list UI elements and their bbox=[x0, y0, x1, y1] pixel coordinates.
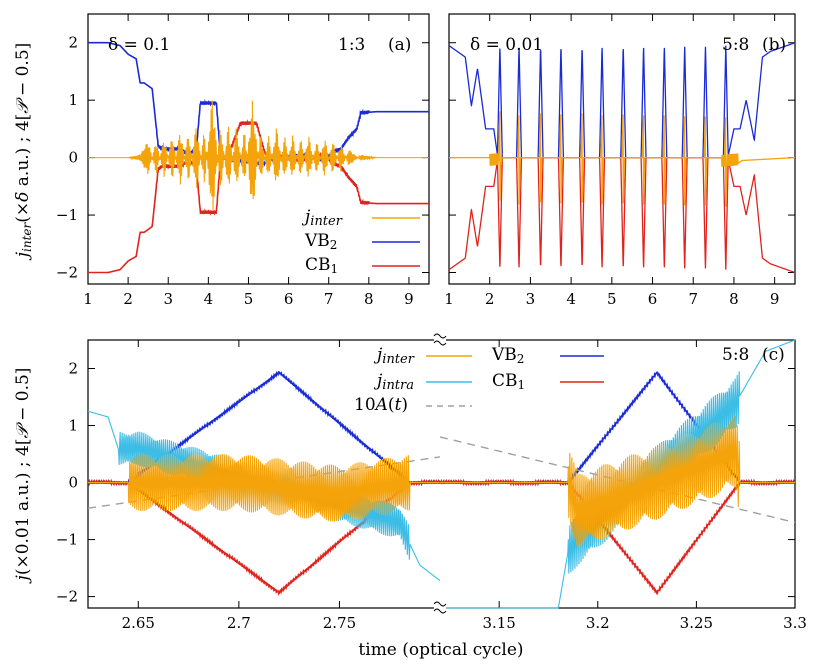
y-axis-label-top: jinter(×δ a.u.) ; 4[𝒫 − 0.5] bbox=[13, 43, 34, 262]
series-a-inter bbox=[88, 100, 429, 211]
panel-b-delta-label: δ = 0.01 bbox=[470, 35, 543, 55]
panel-c: −2 −1 0 1 2 2.65 2.7 2.75 3.15 3.2 3.25 3.3 5:8 (c)… bbox=[56, 330, 807, 632]
legend-vecpot-c: 10A(t) bbox=[354, 395, 408, 415]
c-ytick-label-2: 0 bbox=[68, 474, 78, 492]
b-xtick-label-0: 1 bbox=[444, 290, 454, 308]
c-ytick-label-3: 1 bbox=[68, 417, 78, 435]
b-xtick-label-7: 8 bbox=[729, 290, 739, 308]
c-right-xtick-label-1: 3.2 bbox=[586, 614, 610, 632]
y-axis-label-bottom: j(×0.01 a.u.) ; 4[𝒫 − 0.5] bbox=[13, 368, 33, 585]
series-c-left-vb bbox=[87, 370, 441, 487]
c-ytick-label-0: −2 bbox=[56, 588, 78, 606]
panel-c-panel-label: (c) bbox=[762, 345, 785, 365]
c-ytick-label-1: −1 bbox=[56, 531, 78, 549]
series-c-right-inter bbox=[440, 415, 795, 548]
panel-b-frame bbox=[448, 13, 796, 285]
c-left-xtick-label-1: 2.7 bbox=[227, 614, 251, 632]
series-a-cb bbox=[88, 119, 429, 274]
legend-cb-a: CB1 bbox=[305, 255, 338, 276]
a-xtick-label-7: 8 bbox=[364, 290, 374, 308]
a-ytick-label-0: −2 bbox=[56, 264, 78, 282]
c-right-xtick-label-2: 3.25 bbox=[680, 614, 713, 632]
b-xtick-label-3: 4 bbox=[566, 290, 576, 308]
b-xtick-label-1: 2 bbox=[485, 290, 495, 308]
c-ytick-label-4: 2 bbox=[68, 360, 78, 378]
series-a-vb bbox=[88, 41, 429, 168]
panel-a-frame bbox=[87, 13, 430, 285]
panel-a: −2 −1 0 1 2 1 2 3 4 5 6 7 8 9 δ = 0.1 1:3 (a) jinter … bbox=[56, 13, 430, 308]
b-xtick-label-8: 9 bbox=[770, 290, 780, 308]
panel-c-ratio-label: 5:8 bbox=[722, 345, 749, 365]
axis-break-top bbox=[433, 330, 447, 350]
a-xtick-label-4: 5 bbox=[244, 290, 254, 308]
series-c-left-inter bbox=[88, 454, 440, 522]
a-xtick-label-8: 9 bbox=[404, 290, 414, 308]
c-left-xtick-label-2: 2.75 bbox=[323, 614, 356, 632]
x-axis-label: time (optical cycle) bbox=[358, 640, 523, 660]
a-ytick-label-3: 1 bbox=[68, 91, 78, 109]
panel-b-ratio-label: 5:8 bbox=[722, 35, 749, 55]
panel-a-legend: jinter VB2 CB1 bbox=[301, 207, 420, 276]
a-ytick-label-1: −1 bbox=[56, 206, 78, 224]
series-b-inter bbox=[449, 111, 796, 207]
legend-j-inter-c: jinter bbox=[373, 345, 415, 367]
a-xtick-label-3: 4 bbox=[204, 290, 214, 308]
a-ytick-label-4: 2 bbox=[68, 34, 78, 52]
axis-break-bottom bbox=[433, 598, 447, 618]
c-right-xtick-label-0: 3.15 bbox=[482, 614, 515, 632]
b-xtick-label-5: 6 bbox=[648, 290, 658, 308]
a-xtick-label-0: 1 bbox=[83, 290, 93, 308]
a-xtick-label-5: 6 bbox=[284, 290, 294, 308]
b-xtick-label-6: 7 bbox=[688, 290, 698, 308]
a-xtick-label-2: 3 bbox=[163, 290, 173, 308]
c-left-xtick-label-0: 2.65 bbox=[122, 614, 155, 632]
legend-vb-a: VB2 bbox=[304, 231, 337, 252]
b-xtick-label-2: 3 bbox=[526, 290, 536, 308]
legend-cb-c: CB1 bbox=[492, 371, 525, 392]
b-xtick-label-4: 5 bbox=[607, 290, 617, 308]
a-xtick-label-6: 7 bbox=[324, 290, 334, 308]
legend-j-inter-a: jinter bbox=[301, 207, 343, 229]
a-xtick-label-1: 2 bbox=[123, 290, 133, 308]
legend-j-intra-c: jintra bbox=[373, 371, 414, 393]
c-right-xtick-label-3: 3.3 bbox=[783, 614, 807, 632]
legend-vb-c: VB2 bbox=[491, 345, 524, 366]
panel-c-legend: jinter jintra 10A(t) VB2 CB1 bbox=[354, 345, 604, 415]
panel-b: 1 2 3 4 5 6 7 8 9 δ = 0.01 5:8 (b) bbox=[444, 13, 796, 308]
panel-a-delta-label: δ = 0.1 bbox=[108, 35, 170, 55]
a-ytick-label-2: 0 bbox=[68, 149, 78, 167]
panel-a-ratio-label: 1:3 bbox=[338, 35, 365, 55]
panel-b-panel-label: (b) bbox=[762, 35, 786, 55]
panel-a-panel-label: (a) bbox=[388, 35, 411, 55]
